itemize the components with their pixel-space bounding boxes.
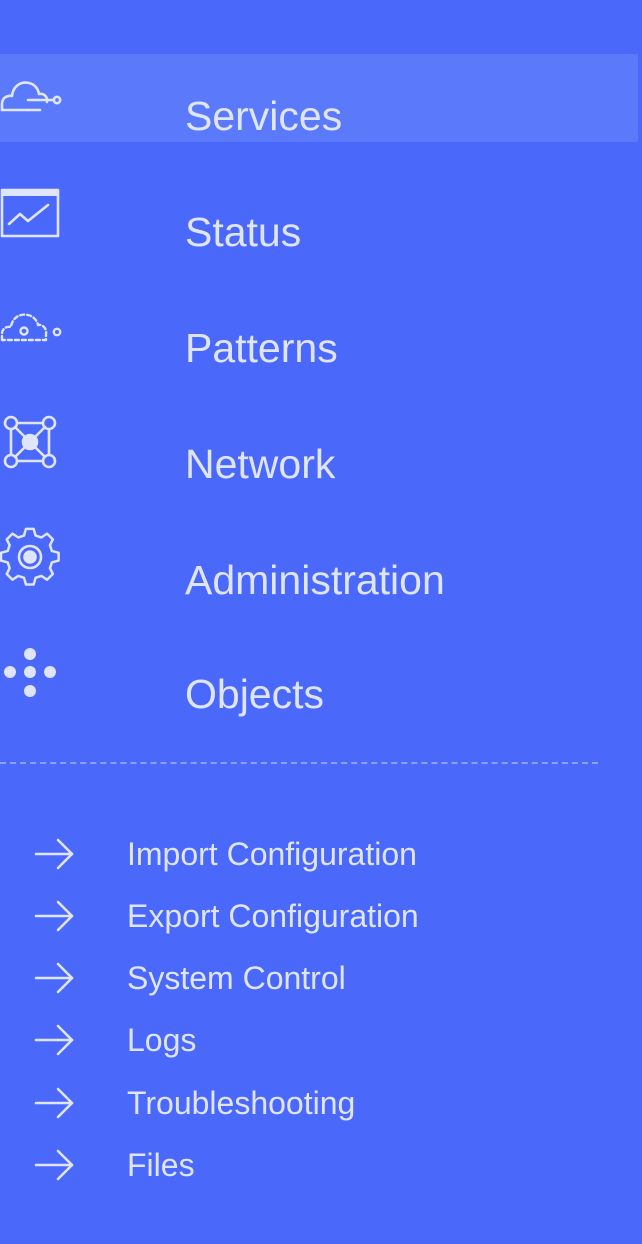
nav-item-services[interactable]: Services xyxy=(0,54,638,142)
submenu-item-export-configuration[interactable]: Export Configuration xyxy=(0,892,560,942)
nav-item-status[interactable]: Status xyxy=(0,170,638,258)
arrow-right-icon xyxy=(34,960,76,996)
nav-label-objects: Objects xyxy=(185,671,324,717)
nav-label-status: Status xyxy=(185,209,302,255)
nav-item-network[interactable]: Network xyxy=(0,402,638,490)
sidebar-top-strip xyxy=(0,0,642,54)
submenu-label-export-configuration: Export Configuration xyxy=(127,898,419,934)
submenu-item-system-control[interactable]: System Control xyxy=(0,954,560,1004)
nav-item-administration[interactable]: Administration xyxy=(0,518,638,606)
submenu-label-troubleshooting: Troubleshooting xyxy=(127,1085,356,1121)
submenu-label-files: Files xyxy=(127,1147,195,1183)
nav-label-network: Network xyxy=(185,441,336,487)
arrow-right-icon xyxy=(34,898,76,934)
submenu-label-import-configuration: Import Configuration xyxy=(127,836,417,872)
arrow-right-icon xyxy=(34,1022,76,1058)
dashed-cloud-icon xyxy=(0,296,64,360)
gear-icon xyxy=(0,526,64,590)
submenu-label-logs: Logs xyxy=(127,1022,197,1058)
status-chart-icon xyxy=(0,184,64,248)
arrow-right-icon xyxy=(34,1085,76,1121)
nav-item-patterns[interactable]: Patterns xyxy=(0,286,638,374)
submenu-label-system-control: System Control xyxy=(127,960,346,996)
nav-label-patterns: Patterns xyxy=(185,325,338,371)
submenu-item-import-configuration[interactable]: Import Configuration xyxy=(0,830,560,880)
submenu-item-troubleshooting[interactable]: Troubleshooting xyxy=(0,1079,560,1129)
network-nodes-icon xyxy=(0,412,64,476)
submenu-item-files[interactable]: Files xyxy=(0,1141,560,1191)
nav-item-objects[interactable]: Objects xyxy=(0,634,638,722)
arrow-right-icon xyxy=(34,1147,76,1183)
section-divider xyxy=(0,762,598,764)
arrow-right-icon xyxy=(34,836,76,872)
dots-cluster-icon xyxy=(0,644,64,708)
submenu-item-logs[interactable]: Logs xyxy=(0,1016,560,1066)
nav-label-administration: Administration xyxy=(185,557,445,603)
nav-label-services: Services xyxy=(185,93,343,139)
cloud-connection-icon xyxy=(0,64,64,128)
